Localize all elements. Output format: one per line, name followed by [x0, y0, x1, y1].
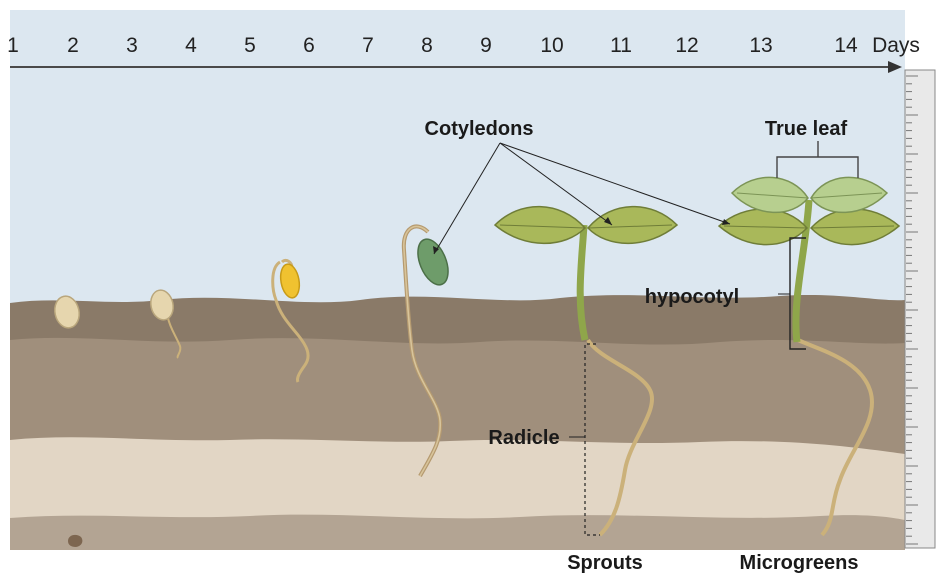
ruler [905, 70, 935, 548]
cotyledons-label: Cotyledons [425, 118, 534, 140]
days-unit-label: Days [872, 34, 920, 57]
soil-layer-bottom [10, 515, 905, 550]
microgreens-label: Microgreens [740, 552, 859, 574]
pebble [68, 535, 82, 547]
day-label: 14 [834, 34, 858, 57]
day-label: 12 [675, 34, 698, 57]
true-leaf-label: True leaf [765, 118, 848, 140]
day-label: 13 [749, 34, 772, 57]
hypocotyl-label: hypocotyl [645, 286, 739, 308]
day-label: 10 [540, 34, 563, 57]
day-label: 1 [7, 34, 19, 57]
sprouts-label: Sprouts [567, 552, 643, 574]
day-label: 11 [610, 34, 632, 57]
day-label: 2 [67, 34, 79, 57]
day-label: 8 [421, 34, 433, 57]
day-label: 9 [480, 34, 492, 57]
day-label: 3 [126, 34, 138, 57]
day-label: 7 [362, 34, 374, 57]
day-label: 6 [303, 34, 315, 57]
day-label: 5 [244, 34, 256, 57]
day-label: 4 [185, 34, 197, 57]
radicle-label: Radicle [488, 427, 559, 449]
